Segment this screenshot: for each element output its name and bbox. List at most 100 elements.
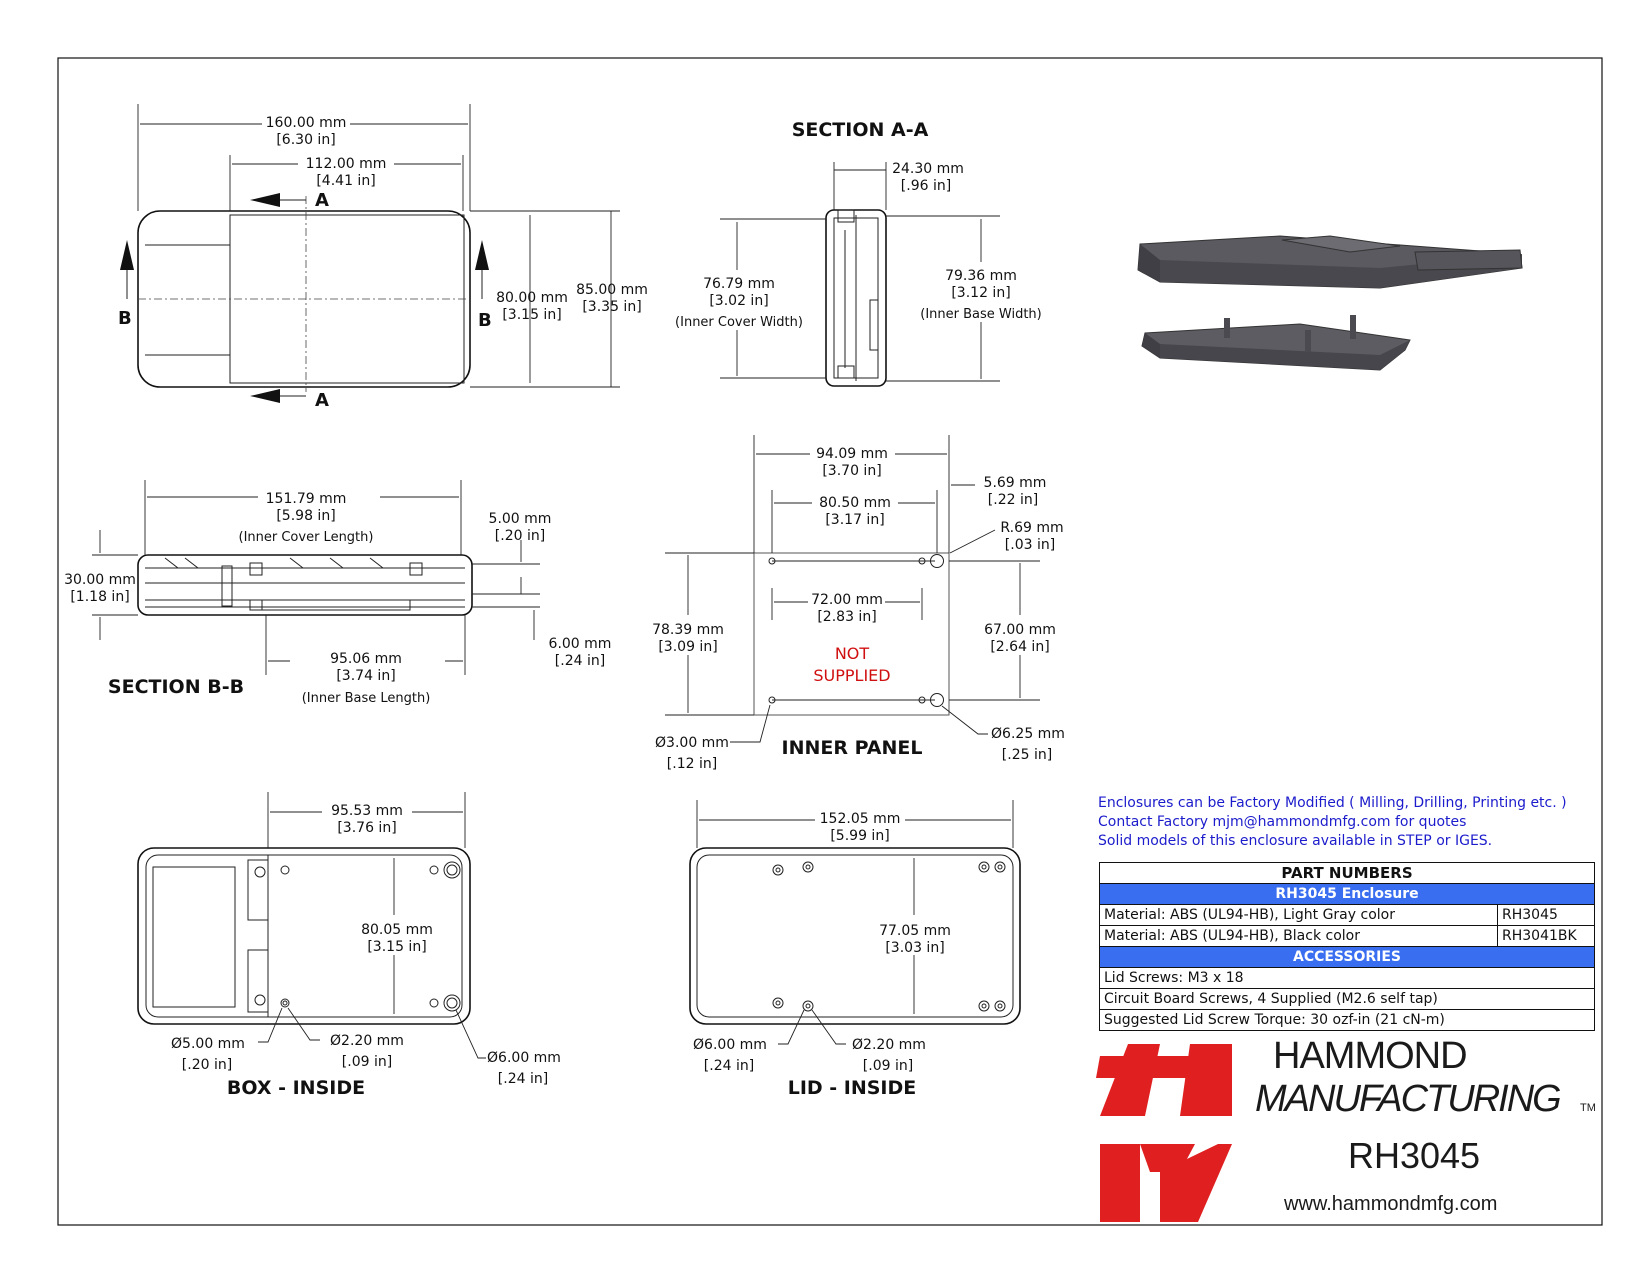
top-view-label-b2: B [478,310,492,331]
dim-box-hole-5: Ø5.00 mm [171,1036,245,1052]
dim-inner-length: 112.00 mm [306,156,387,172]
dim-overall-length: 160.00 mm [266,115,347,131]
brand-name-line2: MANUFACTURING [1255,1078,1562,1120]
parts-table-enclosure-title: RH3045 Enclosure [1099,883,1595,905]
inner-panel-title: INNER PANEL [782,737,923,759]
dim-width-80: 80.00 mm [496,290,568,306]
inner-panel-supplied: SUPPLIED [813,666,890,685]
note-contact-factory: Contact Factory mjm@hammondmfg.com for q… [1098,814,1467,830]
top-view-label-b: B [118,308,132,329]
top-view: A A B B 160.00 mm [6.30 in] 112.00 mm [4… [118,104,648,411]
box-inside-outline [137,847,471,1025]
hammond-logo-icon [1096,1044,1232,1222]
dim-bb-length: 151.79 mm [266,491,347,507]
table-row: Material: ABS (UL94-HB), Black color RH3… [1099,925,1595,947]
lid-inside-outline [689,847,1021,1025]
dim-bb-height-in: [1.18 in] [70,589,129,605]
dim-box-hole-22: Ø2.20 mm [330,1033,404,1049]
dim-panel-height-in: [3.09 in] [658,639,717,655]
part-number: RH3041BK [1497,925,1595,947]
inner-panel-outline [753,552,950,716]
section-bb-view: 151.79 mm [5.98 in] (Inner Cover Length)… [64,480,611,706]
table-row: Circuit Board Screws, 4 Supplied (M2.6 s… [1099,988,1595,1010]
dim-overall-length-in: [6.30 in] [276,132,335,148]
dim-box-hole-5-in: [.20 in] [182,1057,232,1073]
dim-aa-base-note: (Inner Base Width) [920,307,1042,322]
dim-lid-hole-22: Ø2.20 mm [852,1037,926,1053]
dim-aa-cover-note: (Inner Cover Width) [675,315,803,330]
table-row: Suggested Lid Screw Torque: 30 ozf-in (2… [1099,1009,1595,1031]
box-inside-view: 95.53 mm [3.76 in] 80.05 mm [3.15 in] Ø5… [137,792,561,1099]
table-row: Lid Screws: M3 x 18 [1099,967,1595,989]
dim-panel-holes: 80.50 mm [819,495,891,511]
dim-bb-base-in: [3.74 in] [336,668,395,684]
dim-lid-width: 152.05 mm [820,811,901,827]
dim-panel-height2: 67.00 mm [984,622,1056,638]
accessory-item: Lid Screws: M3 x 18 [1099,967,1595,989]
dim-lid-hole-6-in: [.24 in] [704,1058,754,1074]
dim-bb-wall-6: 6.00 mm [549,636,612,652]
inner-panel-not: NOT [835,644,870,663]
section-aa-outline [825,209,887,387]
dim-panel-center: 72.00 mm [811,592,883,608]
dim-bb-length-note: (Inner Cover Length) [239,530,374,545]
isometric-render [1137,235,1523,371]
dim-panel-hole-small: Ø3.00 mm [655,735,729,751]
dim-lid-hole-22-in: [.09 in] [863,1058,913,1074]
dim-panel-width-in: [3.70 in] [822,463,881,479]
part-desc: Material: ABS (UL94-HB), Light Gray colo… [1099,904,1498,926]
brand-name-line1: HAMMOND [1273,1035,1468,1077]
dim-bb-base: 95.06 mm [330,651,402,667]
table-row: Material: ABS (UL94-HB), Light Gray colo… [1099,904,1595,926]
dim-panel-edge: 5.69 mm [984,475,1047,491]
accessory-item: Circuit Board Screws, 4 Supplied (M2.6 s… [1099,988,1595,1010]
dim-width-85-in: [3.35 in] [582,299,641,315]
top-view-label-a: A [315,190,329,211]
dim-panel-radius-in: [.03 in] [1005,537,1055,553]
dim-box-hole-6: Ø6.00 mm [487,1050,561,1066]
part-numbers-table: PART NUMBERS RH3045 Enclosure Material: … [1099,862,1595,1031]
section-aa-title: SECTION A-A [792,119,929,141]
dim-panel-center-in: [2.83 in] [817,609,876,625]
lid-inside-title: LID - INSIDE [788,1077,917,1099]
dim-inner-length-in: [4.41 in] [316,173,375,189]
dim-box-width: 95.53 mm [331,803,403,819]
model-number: RH3045 [1348,1135,1481,1176]
dim-aa-cover: 76.79 mm [703,276,775,292]
dim-width-85: 85.00 mm [576,282,648,298]
dim-box-height: 80.05 mm [361,922,433,938]
dim-width-80-in: [3.15 in] [502,307,561,323]
dim-bb-wall-6-in: [.24 in] [555,653,605,669]
dim-lid-height-in: [3.03 in] [885,940,944,956]
dim-panel-height2-in: [2.64 in] [990,639,1049,655]
dim-bb-wall-5: 5.00 mm [489,511,552,527]
dim-aa-cover-in: [3.02 in] [709,293,768,309]
dim-lid-width-in: [5.99 in] [830,828,889,844]
dim-aa-base: 79.36 mm [945,268,1017,284]
note-factory-modified: Enclosures can be Factory Modified ( Mil… [1098,795,1567,811]
parts-table-accessories-title: ACCESSORIES [1099,946,1595,968]
section-aa-view: SECTION A-A 24.30 mm [.96 in] 76.79 mm [… [675,119,1042,387]
dim-lid-hole-6: Ø6.00 mm [693,1037,767,1053]
inner-panel-view: NOT SUPPLIED 94.09 mm [3.70 in] 80.50 mm… [652,435,1065,772]
dim-aa-depth-in: [.96 in] [901,178,951,194]
parts-table-header: PART NUMBERS [1099,862,1595,884]
dim-bb-height: 30.00 mm [64,572,136,588]
part-desc: Material: ABS (UL94-HB), Black color [1099,925,1498,947]
brand-trademark: TM [1580,1102,1596,1114]
part-number: RH3045 [1497,904,1595,926]
dim-panel-edge-in: [.22 in] [988,492,1038,508]
dim-box-width-in: [3.76 in] [337,820,396,836]
lid-inside-view: 152.05 mm [5.99 in] 77.05 mm [3.03 in] Ø… [689,800,1021,1099]
dim-box-height-in: [3.15 in] [367,939,426,955]
sheet-border [57,57,1603,1226]
note-solid-models: Solid models of this enclosure available… [1098,833,1493,849]
dim-panel-height: 78.39 mm [652,622,724,638]
website-url: www.hammondmfg.com [1284,1193,1498,1215]
dim-lid-height: 77.05 mm [879,923,951,939]
top-view-label-a2: A [315,390,329,411]
dim-panel-hole-small-in: [.12 in] [667,756,717,772]
box-inside-title: BOX - INSIDE [227,1077,365,1099]
dim-panel-hole-large-in: [.25 in] [1002,747,1052,763]
